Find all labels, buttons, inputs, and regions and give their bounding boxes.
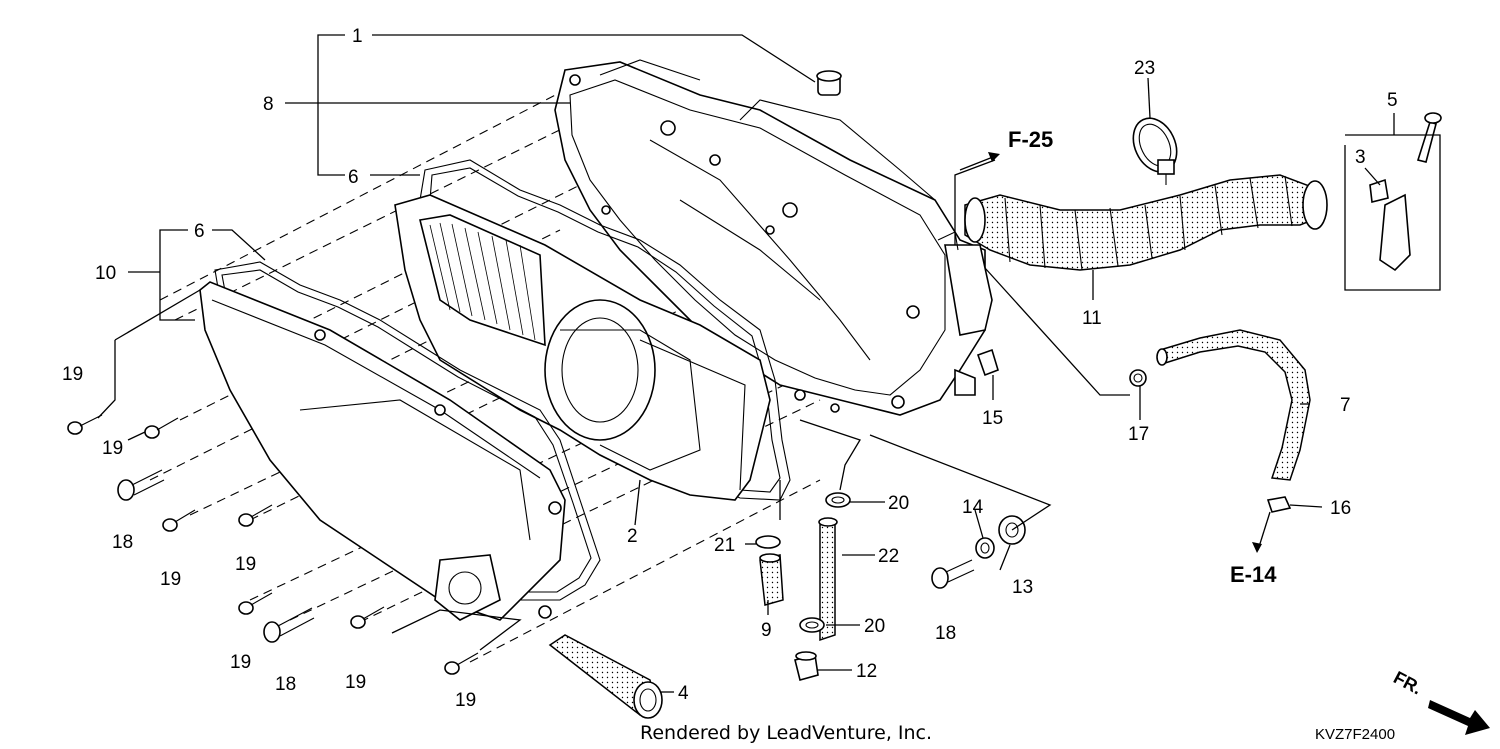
label-part-10: 10 [95, 263, 116, 284]
filter-pleats [429, 222, 536, 341]
screw-19-set [67, 414, 479, 675]
clip-16 [1266, 496, 1292, 513]
label-part-4: 4 [678, 683, 689, 704]
collar-14 [975, 537, 995, 559]
clip-21 [755, 535, 781, 549]
label-part-8: 8 [263, 94, 274, 115]
plug-grommet-8 [816, 70, 842, 96]
reference-arrows [959, 152, 1490, 735]
label-part-18-c: 18 [935, 623, 956, 644]
air-cleaner-cover [199, 281, 566, 621]
intake-funnel-4 [548, 634, 663, 719]
label-part-14: 14 [962, 497, 984, 518]
label-part-20-lower: 20 [864, 616, 885, 637]
clip-15 [976, 348, 999, 377]
label-part-1: 1 [352, 26, 363, 47]
label-part-19-c: 19 [160, 569, 181, 590]
bolt-18-right [931, 559, 975, 589]
label-part-6-upper: 6 [348, 167, 359, 188]
label-part-19-e: 19 [230, 652, 251, 673]
label-part-11: 11 [1082, 308, 1102, 329]
diagram-code: KVZ7F2400 [1315, 726, 1395, 743]
label-part-19-f: 19 [345, 672, 366, 693]
label-part-19-a: 19 [62, 364, 83, 385]
band-clamp [1132, 117, 1178, 185]
drain-tube-22 [818, 517, 838, 642]
ref-label-e14: E-14 [1230, 562, 1277, 587]
part-labels: 1 8 6 6 10 19 19 18 19 19 19 18 19 19 4 … [62, 26, 1398, 711]
render-credit: Rendered by LeadVenture, Inc. [640, 722, 932, 744]
hose-clip-17 [1129, 369, 1147, 387]
label-part-19-b: 19 [102, 438, 123, 459]
label-part-15: 15 [982, 408, 1003, 429]
air-filter-element [394, 194, 771, 501]
leader-lines [97, 34, 1441, 693]
label-part-7: 7 [1340, 395, 1351, 416]
label-part-22: 22 [878, 546, 899, 567]
label-part-2: 2 [627, 526, 638, 547]
duct-ribs [1004, 175, 1293, 271]
clip-20-upper [825, 492, 851, 508]
front-arrow-icon [1428, 700, 1490, 735]
label-part-6-lower: 6 [194, 221, 205, 242]
label-part-17: 17 [1128, 424, 1149, 445]
label-part-18-a: 18 [112, 532, 133, 553]
label-part-16: 16 [1330, 498, 1351, 519]
label-part-19-g: 19 [455, 690, 476, 711]
drain-plug-12 [794, 651, 819, 681]
label-part-3: 3 [1355, 147, 1366, 168]
label-part-23: 23 [1134, 58, 1155, 79]
label-part-18-b: 18 [275, 674, 296, 695]
clip-20-lower [799, 617, 825, 633]
intake-duct [964, 174, 1328, 271]
label-part-12: 12 [856, 661, 877, 682]
label-part-21: 21 [714, 535, 735, 556]
label-part-13: 13 [1012, 577, 1033, 598]
label-part-9: 9 [761, 620, 772, 641]
label-part-5: 5 [1387, 90, 1398, 111]
bolt-18-bottom [263, 607, 315, 643]
breather-tube [1156, 329, 1311, 481]
label-part-20-upper: 20 [888, 493, 909, 514]
breather-joint-group [1369, 112, 1442, 272]
bolt-18-left [117, 469, 165, 501]
label-part-19-d: 19 [235, 554, 256, 575]
drain-plug-9 [759, 553, 784, 606]
ref-label-f25: F-25 [1008, 127, 1053, 152]
air-cleaner-case [554, 59, 993, 416]
front-direction-label: FR. [1390, 667, 1425, 698]
